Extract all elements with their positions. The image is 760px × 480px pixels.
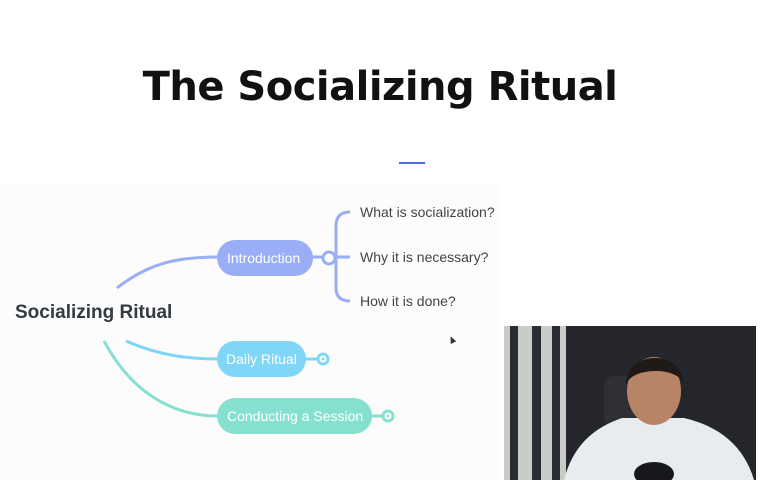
mindmap-leaf[interactable]: Why it is necessary? bbox=[360, 249, 489, 265]
mindmap-leaf[interactable]: How it is done? bbox=[360, 293, 456, 309]
webcam-overlay bbox=[504, 326, 756, 480]
slide-title: The Socializing Ritual bbox=[142, 64, 618, 110]
mindmap-node-introduction[interactable]: Introduction bbox=[217, 240, 313, 276]
title-accent-divider bbox=[399, 162, 425, 164]
mindmap-node-daily-ritual[interactable]: Daily Ritual bbox=[217, 341, 306, 377]
mindmap-root-node[interactable]: Socializing Ritual bbox=[15, 302, 173, 323]
mindmap-leaf[interactable]: What is socialization? bbox=[360, 204, 495, 220]
mindmap-node-conducting-session[interactable]: Conducting a Session bbox=[217, 398, 372, 434]
collapse-toggle-icon[interactable] bbox=[321, 250, 337, 266]
presenter-video-icon bbox=[504, 326, 756, 480]
